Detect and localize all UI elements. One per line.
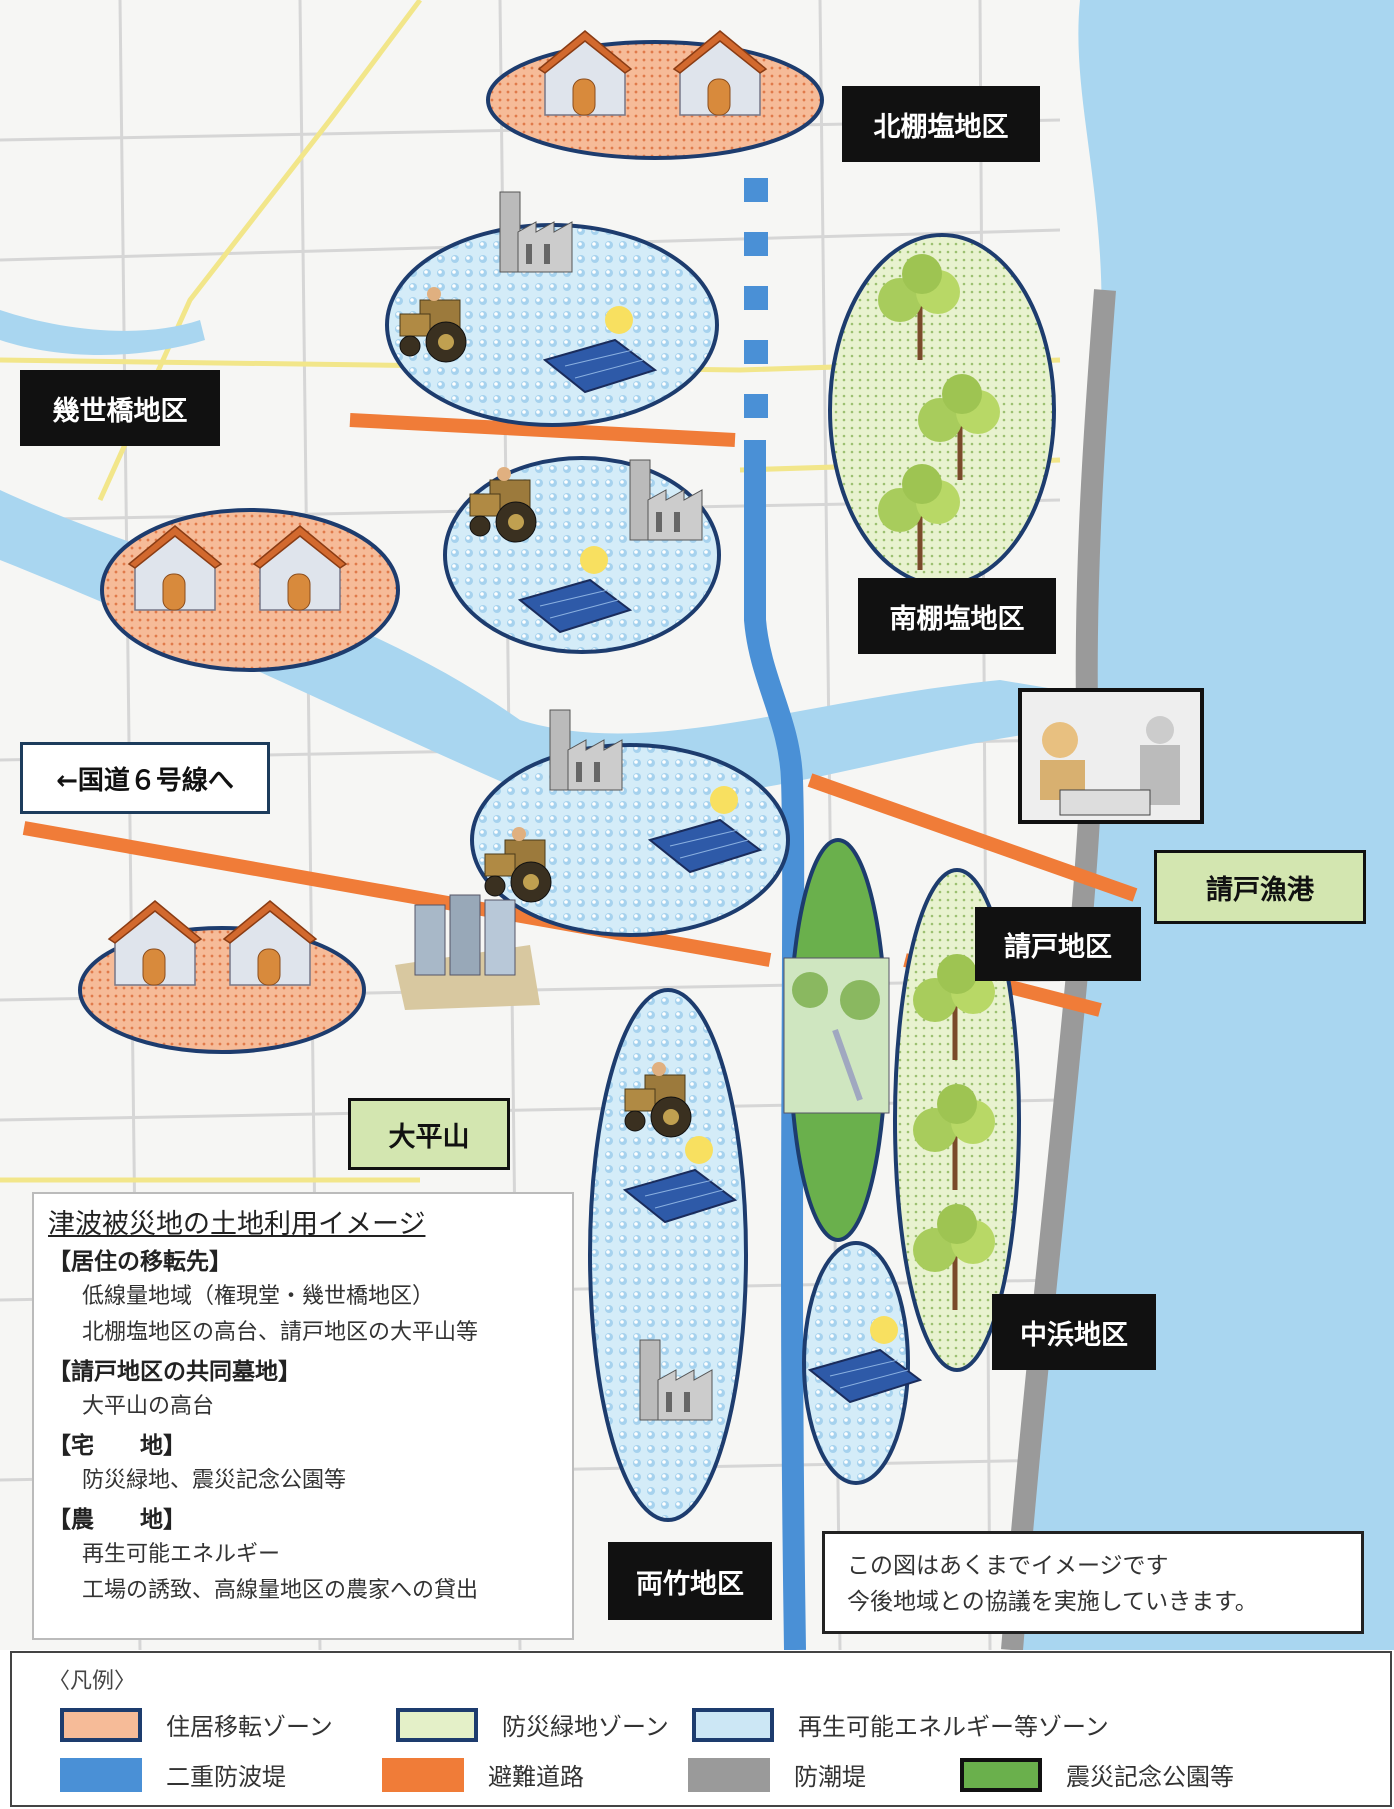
breakwater-swatch bbox=[60, 1757, 142, 1792]
legend-double-breakwater: 二重防波堤 bbox=[60, 1757, 286, 1792]
renewable-zone-4 bbox=[588, 988, 748, 1522]
land-use-item: 再生可能エネルギー bbox=[82, 1542, 281, 1567]
land-use-heading-farmland: 【農 地】 bbox=[48, 1506, 186, 1533]
legend-label: 防災緑地ゾーン bbox=[502, 1713, 669, 1741]
label-ikiyobashi: 幾世橋地区 bbox=[20, 370, 220, 446]
land-use-image-box: 津波被災地の土地利用イメージ 【居住の移転先】 低線量地域（権現堂・幾世橋地区）… bbox=[32, 1192, 574, 1640]
land-use-item: 北棚塩地区の高台、請戸地区の大平山等 bbox=[82, 1320, 479, 1345]
fisherman-icon bbox=[1018, 688, 1204, 824]
land-use-heading-relocation: 【居住の移転先】 bbox=[48, 1248, 232, 1275]
note-line: 今後地域との協議を実施していきます。 bbox=[847, 1589, 1258, 1615]
label-ukedo-port: 請戸漁港 bbox=[1154, 850, 1366, 924]
label-kitatanashio: 北棚塩地区 bbox=[842, 86, 1040, 162]
land-use-heading-residential: 【宅 地】 bbox=[48, 1432, 186, 1459]
legend-renewable: 再生可能エネルギー等ゾーン bbox=[692, 1707, 1109, 1742]
legend-label: 再生可能エネルギー等ゾーン bbox=[798, 1713, 1109, 1741]
note-line: この図はあくまでイメージです bbox=[847, 1553, 1169, 1579]
label-nakahama: 中浜地区 bbox=[992, 1294, 1156, 1370]
legend-label: 避難道路 bbox=[488, 1763, 584, 1791]
legend: 〈凡例〉 住居移転ゾーン 防災緑地ゾーン 再生可能エネルギー等ゾーン 二重防波堤… bbox=[10, 1651, 1392, 1807]
legend-label: 二重防波堤 bbox=[166, 1763, 286, 1791]
label-minamitanashio: 南棚塩地区 bbox=[858, 578, 1056, 654]
legend-title: 〈凡例〉 bbox=[48, 1669, 137, 1694]
land-use-item: 工場の誘致、高線量地区の農家への貸出 bbox=[82, 1578, 479, 1603]
land-use-item: 大平山の高台 bbox=[82, 1394, 215, 1419]
residential-swatch bbox=[60, 1707, 142, 1742]
land-use-item: 防災緑地、震災記念公園等 bbox=[82, 1468, 347, 1493]
legend-label: 震災記念公園等 bbox=[1066, 1763, 1234, 1791]
green-belt-swatch bbox=[396, 1707, 478, 1742]
legend-label: 防潮堤 bbox=[794, 1763, 866, 1791]
double-breakwater bbox=[744, 178, 806, 1650]
grave-icon bbox=[395, 894, 540, 1010]
residential-zone-north bbox=[486, 40, 824, 160]
legend-seawall: 防潮堤 bbox=[688, 1757, 866, 1792]
legend-green-belt: 防災緑地ゾーン bbox=[396, 1707, 669, 1742]
memorial-swatch bbox=[960, 1757, 1042, 1792]
legend-label: 住居移転ゾーン bbox=[166, 1713, 333, 1741]
legend-evacuation-road: 避難道路 bbox=[382, 1757, 584, 1792]
evacuation-swatch bbox=[382, 1757, 464, 1792]
legend-residential: 住居移転ゾーン bbox=[60, 1707, 333, 1742]
land-use-title: 津波被災地の土地利用イメージ bbox=[48, 1209, 426, 1240]
renewable-swatch bbox=[692, 1707, 774, 1742]
river bbox=[0, 490, 1060, 802]
label-ukedo: 請戸地区 bbox=[975, 907, 1141, 981]
route6-label: ←国道６号線へ bbox=[20, 742, 270, 814]
land-use-heading-cemetery: 【請戸地区の共同墓地】 bbox=[48, 1358, 301, 1385]
label-ohirayama: 大平山 bbox=[348, 1098, 510, 1170]
legend-memorial-park: 震災記念公園等 bbox=[960, 1757, 1234, 1792]
river-branch bbox=[0, 310, 205, 355]
park-icon bbox=[783, 957, 890, 1114]
seawall-swatch bbox=[688, 1757, 770, 1792]
label-morotake: 両竹地区 bbox=[608, 1542, 772, 1620]
disclaimer-note: この図はあくまでイメージです 今後地域との協議を実施していきます。 bbox=[822, 1531, 1364, 1634]
renewable-zone-3 bbox=[470, 743, 790, 937]
land-use-item: 低線量地域（権現堂・幾世橋地区） bbox=[82, 1284, 435, 1309]
